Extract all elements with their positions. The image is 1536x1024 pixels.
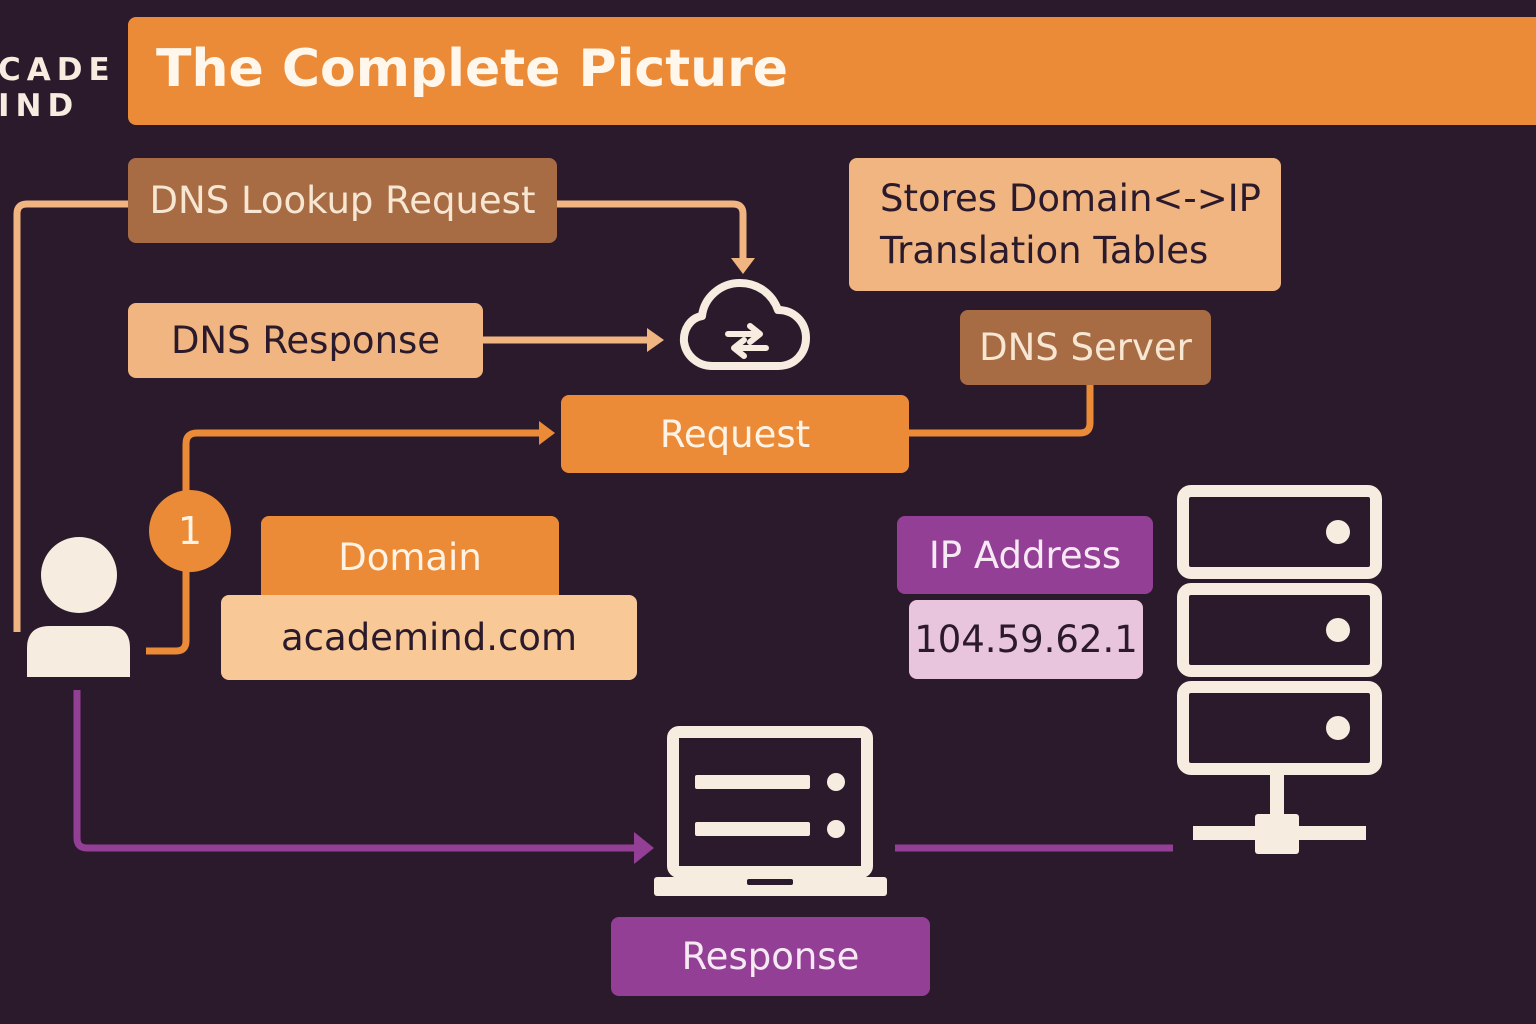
title-bar: The Complete Picture [128, 17, 1536, 125]
dns-response-label: DNS Response [128, 303, 483, 378]
domain-label: Domain [261, 516, 559, 598]
dns-server-label: DNS Server [960, 310, 1211, 385]
stores-tables-line-1: Stores Domain<->IP [880, 176, 1261, 220]
brand-logo: CADE IND [0, 52, 116, 124]
logo-line-1: CADE [0, 52, 116, 88]
ip-address-label: IP Address [897, 516, 1153, 594]
cloud-sync-icon [679, 279, 810, 370]
laptop-icon [654, 726, 887, 896]
step-number-badge: 1 [149, 490, 231, 572]
dns-lookup-request-label: DNS Lookup Request [128, 158, 557, 243]
domain-value: academind.com [221, 595, 637, 680]
ip-address-value: 104.59.62.1 [909, 600, 1143, 679]
logo-line-2: IND [0, 88, 80, 124]
user-icon [27, 537, 130, 677]
request-to-server-line [909, 385, 1094, 437]
lookup-connector [13, 200, 128, 632]
response-connector [73, 690, 636, 852]
request-label: Request [561, 395, 909, 473]
request-connector [146, 568, 190, 655]
stores-tables-line-2: Translation Tables [880, 228, 1209, 272]
response-label: Response [611, 917, 930, 996]
lookup-to-cloud-arrow [557, 200, 747, 258]
server-rack-icon [1177, 485, 1382, 854]
stores-tables-note: Stores Domain<->IP Translation Tables [849, 158, 1281, 291]
page-title: The Complete Picture [156, 39, 789, 99]
